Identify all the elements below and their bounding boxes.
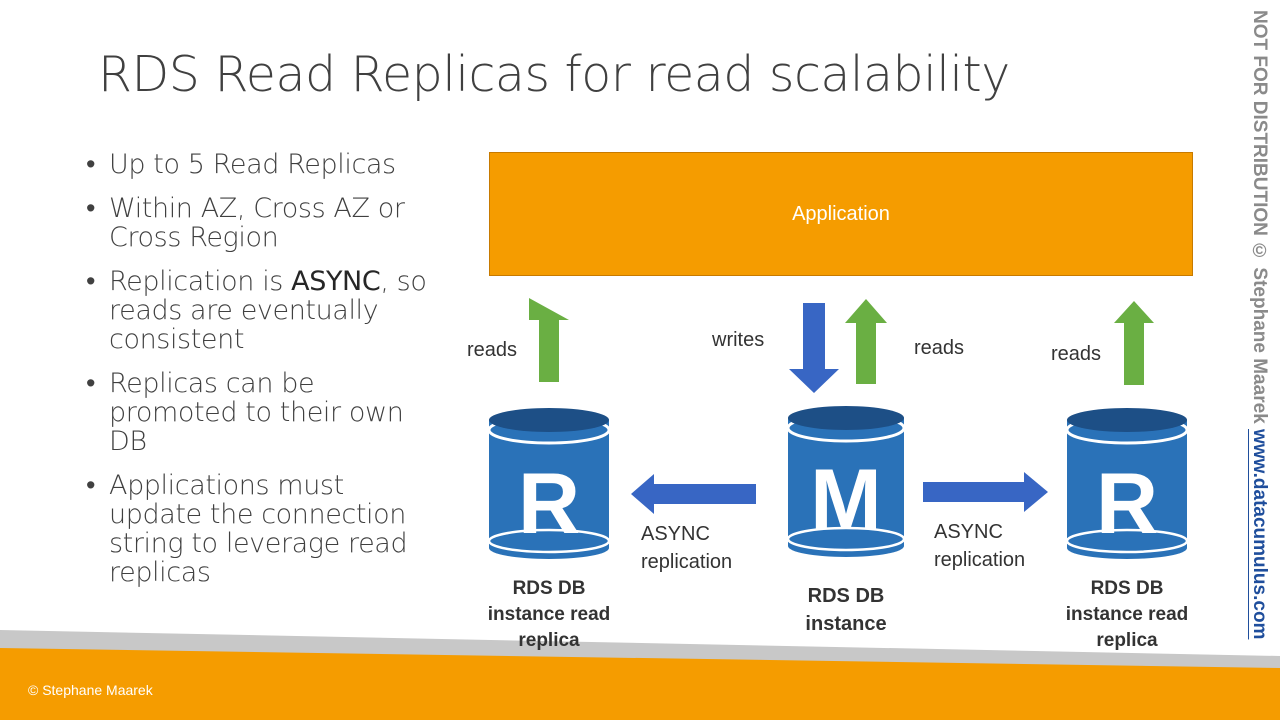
bullet-item: Replicas can be promoted to their own DB <box>86 369 431 456</box>
replication-label-left: replication <box>641 551 733 573</box>
notice-text: NOT FOR DISTRIBUTION © Stephane Maarek <box>1249 10 1270 429</box>
db-letter: R <box>1096 456 1158 552</box>
website-link[interactable]: www.datacumulus.com <box>1249 429 1270 640</box>
async-arrow-left-icon <box>631 474 756 514</box>
footer-orange-band <box>0 648 1280 720</box>
caption-line: RDS DB <box>512 578 586 599</box>
replica-database-left-icon: R <box>487 408 611 559</box>
bullet-text: , so reads are eventually consistent <box>109 266 427 355</box>
bullet-item: Up to 5 Read Replicas <box>86 150 431 179</box>
master-caption: RDS DB instance <box>771 582 921 638</box>
replication-label-right: replication <box>934 549 1026 571</box>
caption-line: replica <box>518 630 580 651</box>
master-database-icon: M <box>786 406 906 557</box>
db-letter: R <box>518 456 580 552</box>
bullet-item: Replication is ASYNC, so reads are event… <box>86 267 431 354</box>
caption-line: replica <box>1096 630 1158 651</box>
db-letter: M <box>810 452 882 548</box>
bullet-text: Replication is <box>109 266 292 297</box>
async-label-left: ASYNC <box>641 523 710 545</box>
reads-label-master: reads <box>914 337 965 359</box>
replica-caption-left: RDS DB instance read replica <box>474 576 624 654</box>
replica-database-right-icon: R <box>1065 408 1189 559</box>
caption-line: instance read <box>1065 604 1189 625</box>
copyright-footer: © Stephane Maarek <box>28 682 153 698</box>
replica-caption-right: RDS DB instance read replica <box>1052 576 1202 654</box>
reads-arrow-left-icon <box>529 298 569 382</box>
reads-label-right: reads <box>1051 343 1102 365</box>
slide-title: RDS Read Replicas for read scalability <box>98 46 1010 103</box>
bullet-item: Applications must update the connection … <box>86 471 431 587</box>
async-label-right: ASYNC <box>934 521 1003 543</box>
reads-arrow-right-icon <box>1114 301 1154 385</box>
application-label: Application <box>792 202 890 225</box>
reads-label-left: reads <box>467 339 518 361</box>
caption-line: instance <box>805 613 887 635</box>
caption-line: RDS DB <box>807 585 885 607</box>
distribution-notice: NOT FOR DISTRIBUTION © Stephane Maarek w… <box>1248 10 1270 639</box>
application-box: Application <box>489 152 1193 276</box>
caption-line: RDS DB <box>1090 578 1164 599</box>
bullet-item: Within AZ, Cross AZ or Cross Region <box>86 194 431 252</box>
bullet-list: Up to 5 Read Replicas Within AZ, Cross A… <box>86 150 431 602</box>
bullet-emphasis: ASYNC <box>291 266 381 297</box>
reads-arrow-master-icon <box>845 299 887 384</box>
caption-line: instance read <box>487 604 611 625</box>
writes-arrow-icon <box>789 303 839 393</box>
writes-label: writes <box>712 329 765 351</box>
async-arrow-right-icon <box>923 472 1048 512</box>
